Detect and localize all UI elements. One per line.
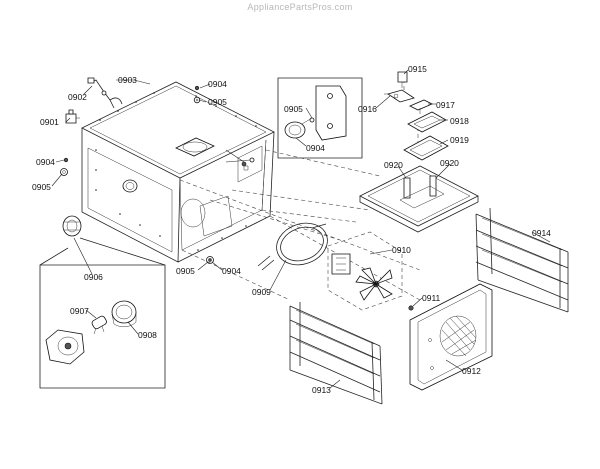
label-0914: 0914: [532, 228, 551, 238]
label-0905-c: 0905: [32, 182, 51, 192]
convection-element-0909: [258, 216, 333, 271]
watermark: AppliancePartsPros.com: [247, 2, 353, 12]
lens-0908: [112, 301, 136, 327]
screw-0911: [409, 306, 413, 310]
label-0905-a: 0905: [208, 97, 227, 107]
label-0905-b: 0905: [284, 104, 303, 114]
label-0916: 0916: [358, 104, 377, 114]
screw-0904-top: [195, 86, 199, 90]
lamp-0907: [91, 315, 108, 334]
fan-motor-0910: [328, 232, 402, 310]
gasket-0918: [408, 112, 446, 132]
socket-body: [46, 330, 84, 364]
detail-box-socket: [40, 238, 165, 388]
heater-plate-0920: [360, 166, 478, 232]
sensor-0902: [88, 78, 122, 108]
label-0912: 0912: [462, 366, 481, 376]
label-0908: 0908: [138, 330, 157, 340]
oven-cavity: [82, 82, 274, 262]
switch-0901: [66, 110, 80, 123]
label-0904-a: 0904: [208, 79, 227, 89]
label-0917: 0917: [436, 100, 455, 110]
label-0919: 0919: [450, 135, 469, 145]
fan-cover-0912: [410, 284, 492, 390]
label-0904-c: 0904: [36, 157, 55, 167]
terminal-0917: [410, 100, 432, 114]
fan-blade: [356, 268, 392, 300]
label-0909: 0909: [252, 287, 271, 297]
nut-0905-side: [250, 158, 254, 162]
label-0920-a: 0920: [384, 160, 403, 170]
bracket-0916: [384, 90, 414, 102]
label-0907: 0907: [70, 306, 89, 316]
lamp-socket-0906: [63, 216, 81, 236]
label-0920-b: 0920: [440, 158, 459, 168]
label-0901: 0901: [40, 117, 59, 127]
nut-0905-top: [194, 97, 200, 103]
nut-0905: [61, 169, 68, 176]
detail-box-lamp-cover: [278, 78, 362, 158]
label-0915: 0915: [408, 64, 427, 74]
label-0910: 0910: [392, 245, 411, 255]
label-0913: 0913: [312, 385, 331, 395]
label-0903: 0903: [118, 75, 137, 85]
screw-0904-side: [242, 162, 246, 166]
label-0918: 0918: [450, 116, 469, 126]
label-0905-d: 0905: [176, 266, 195, 276]
rack-0914: [476, 208, 568, 312]
thermal-fuse-0915: [398, 72, 407, 88]
screw-0904: [64, 158, 68, 162]
label-0911: 0911: [422, 293, 441, 303]
gasket-0919: [404, 136, 448, 160]
label-0906: 0906: [84, 272, 103, 282]
nut-0905-lower: [207, 257, 214, 264]
label-0904-b: 0904: [306, 143, 325, 153]
leader-lines: [52, 70, 550, 388]
label-0902: 0902: [68, 92, 87, 102]
fan-grille: [442, 316, 476, 356]
rack-0913: [290, 302, 382, 404]
label-0904-d: 0904: [222, 266, 241, 276]
